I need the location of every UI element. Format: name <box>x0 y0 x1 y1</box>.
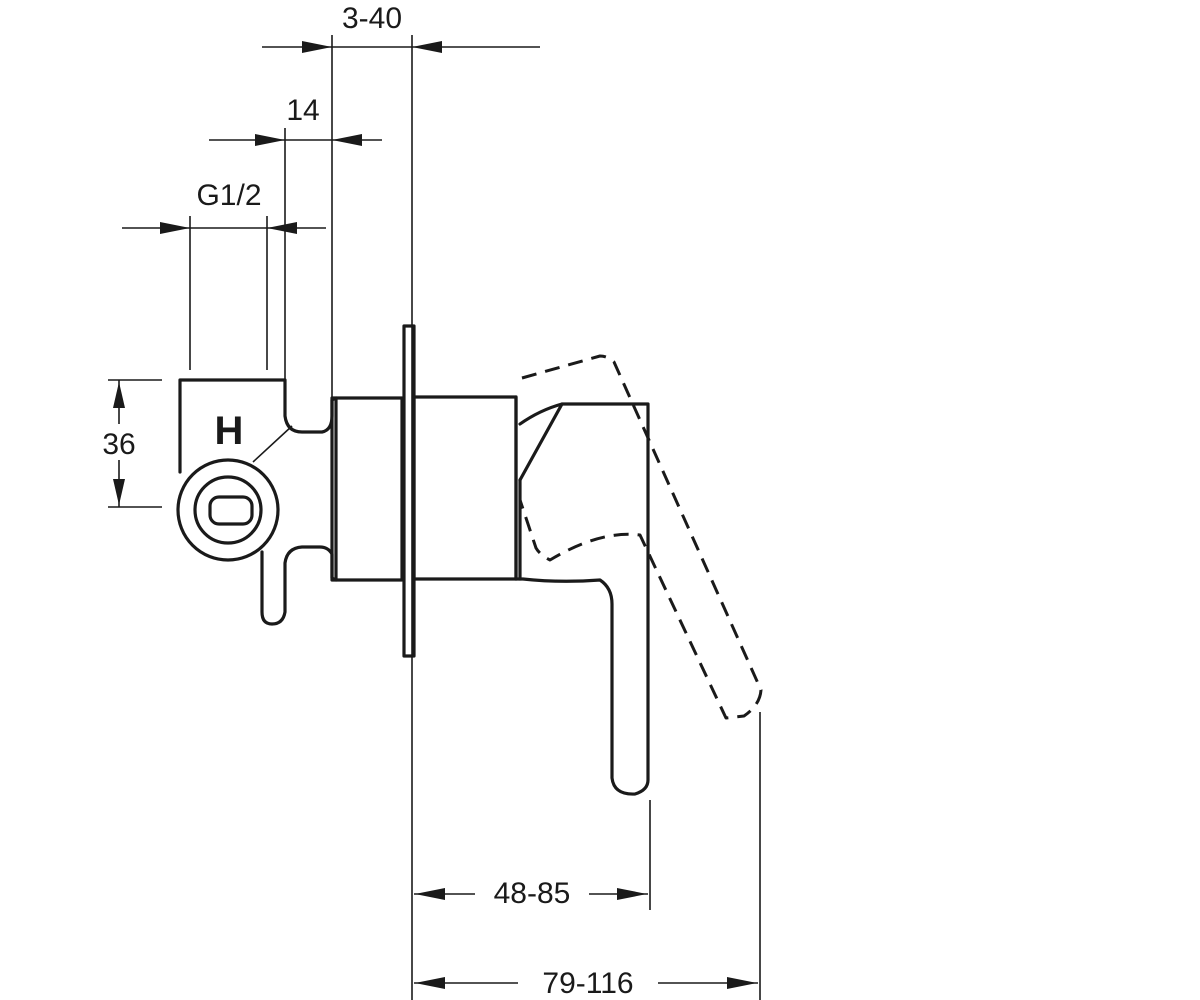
arrow-head <box>332 134 362 146</box>
dimension-label-handle-projection: 48-85 <box>494 877 571 910</box>
connection-body-outline <box>178 378 338 626</box>
connection-ring-outer <box>176 458 280 562</box>
connection-body: H <box>176 378 338 626</box>
mixer-handle <box>514 402 650 796</box>
arrow-head <box>113 382 125 408</box>
sleeve <box>412 395 518 581</box>
connection-ring-inner <box>193 475 263 545</box>
handle-bevel <box>518 402 564 482</box>
arrow-head <box>617 888 647 900</box>
arrow-head <box>415 888 445 900</box>
lever-outline-dashed <box>518 354 763 720</box>
arrow-head <box>415 977 445 989</box>
dimension-lever-projection: 79-116 <box>414 960 758 1000</box>
valve-slot <box>208 495 254 526</box>
dimension-handle-projection: 48-85 <box>414 872 648 910</box>
dimension-label-offset: 14 <box>286 94 319 127</box>
cartridge-body <box>330 324 518 658</box>
dimension-label-height: 36 <box>102 428 135 461</box>
lever-swing-position <box>518 354 763 720</box>
dimension-label-lever-projection: 79-116 <box>542 967 633 1000</box>
cartridge-housing <box>330 396 404 582</box>
dimension-wall-range: 3-40 <box>262 2 540 53</box>
arrow-head <box>160 222 190 234</box>
arrow-head <box>412 41 442 53</box>
arrow-head <box>302 41 332 53</box>
dimension-label-thread: G1/2 <box>196 179 261 212</box>
arrow-head <box>267 222 297 234</box>
arrow-head <box>255 134 285 146</box>
label-background <box>96 424 142 460</box>
hot-marking: H <box>215 409 244 453</box>
dimension-offset: 14 <box>209 94 382 146</box>
dimension-label-wall-range: 3-40 <box>342 2 402 35</box>
extension-lines <box>108 35 761 1000</box>
arrow-head <box>113 479 125 505</box>
handle-outline <box>514 402 650 796</box>
label-background <box>518 960 658 998</box>
label-background <box>475 872 589 908</box>
arrow-head <box>727 977 757 989</box>
dimension-height: 36 <box>96 380 142 507</box>
leader-line <box>252 425 293 463</box>
dimension-thread: G1/2 <box>122 179 326 234</box>
